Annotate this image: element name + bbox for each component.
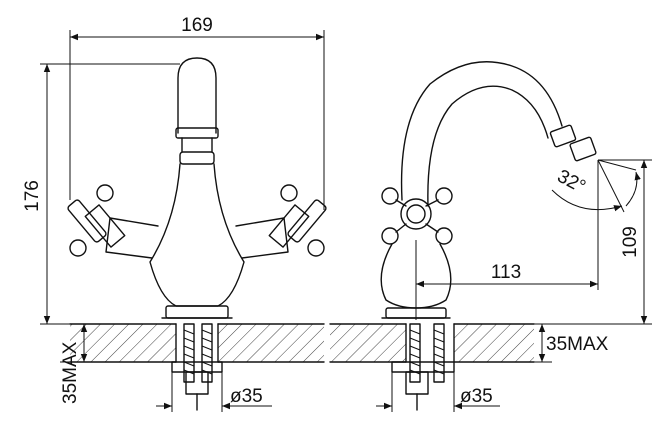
- dimension-overall-height: 176: [22, 63, 180, 325]
- hole-diameter-side-label: ø35: [460, 386, 493, 407]
- dimension-spout-reach: 113: [415, 160, 599, 320]
- dimension-spout-angle: 32°: [551, 159, 641, 213]
- dimension-hole-diameter-front: ø35: [156, 372, 272, 412]
- dimension-hole-diameter-side: ø35: [376, 372, 500, 412]
- dimension-overall-width: 169: [69, 15, 325, 210]
- deck-thickness-side-label: 35MAX: [546, 334, 609, 355]
- dimension-deck-thickness-side: 35MAX: [534, 323, 609, 363]
- deck-section-side: [329, 323, 535, 411]
- deck-section-front: [69, 323, 325, 411]
- dimension-deck-thickness-front: 35MAX: [60, 323, 88, 404]
- spout-reach-label: 113: [491, 262, 521, 283]
- overall-width-label: 169: [181, 15, 213, 36]
- faucet-front-outline: [67, 57, 327, 319]
- spout-angle-label: 32°: [554, 166, 589, 198]
- hole-diameter-front-label: ø35: [230, 386, 263, 407]
- side-view: 113 109 32°: [329, 61, 652, 412]
- deck-thickness-front-label: 35MAX: [60, 341, 81, 404]
- spout-height-label: 109: [620, 226, 641, 258]
- front-view: 169 176: [22, 15, 327, 412]
- overall-height-label: 176: [22, 180, 43, 212]
